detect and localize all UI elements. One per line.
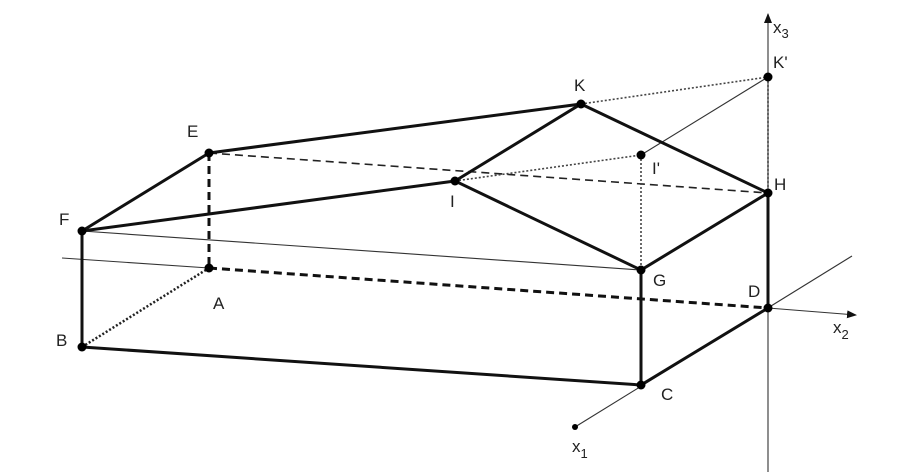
axis-labels: x3 x2 x1: [572, 18, 849, 461]
label-x2: x2: [833, 318, 849, 342]
label-K-prime: K': [773, 53, 788, 72]
point-E: [204, 148, 214, 158]
line-II': [454, 154, 642, 182]
label-G: G: [653, 271, 666, 290]
label-x1: x1: [572, 437, 588, 461]
points: [77, 72, 773, 390]
label-F: F: [59, 210, 69, 229]
label-K: K: [574, 76, 586, 95]
label-A: A: [213, 294, 225, 313]
label-C: C: [661, 385, 673, 404]
point-H: [763, 188, 773, 198]
hidden-edges: [81, 76, 769, 349]
line-I'K': [640, 76, 769, 156]
visible-edges: [80, 102, 772, 387]
face-IKHG: [451, 102, 772, 272]
point-B: [77, 342, 87, 352]
coordinate-axes: [61, 13, 857, 472]
point-K-prime: [763, 72, 773, 82]
point-K: [576, 99, 586, 109]
edge-AD: [208, 266, 769, 310]
point-F: [77, 226, 87, 236]
x2-axis-back: [61, 257, 210, 269]
x1-axis-end: [572, 424, 578, 430]
point-I: [450, 176, 460, 186]
edge-FI: [80, 179, 457, 233]
label-I: I: [450, 192, 455, 211]
line-FG: [81, 230, 642, 271]
point-A: [204, 263, 214, 273]
point-G: [636, 265, 646, 275]
point-D: [763, 303, 773, 313]
label-x3: x3: [773, 18, 789, 41]
edge-FE: [80, 151, 211, 233]
edge-BA: [81, 266, 210, 349]
point-C: [636, 380, 646, 390]
label-H: H: [774, 175, 786, 194]
label-E: E: [187, 122, 198, 141]
label-B: B: [56, 331, 67, 350]
point-I-prime: [636, 150, 646, 160]
label-I-prime: I': [652, 159, 660, 178]
label-D: D: [748, 282, 760, 301]
line-KK': [580, 76, 769, 105]
x2-axis: [767, 307, 857, 319]
edges-BCDH: [80, 191, 770, 387]
edge-EH: [208, 152, 769, 194]
edge-EK: [207, 102, 583, 155]
point-labels: A B C D E F G H I K I' K': [56, 53, 788, 404]
